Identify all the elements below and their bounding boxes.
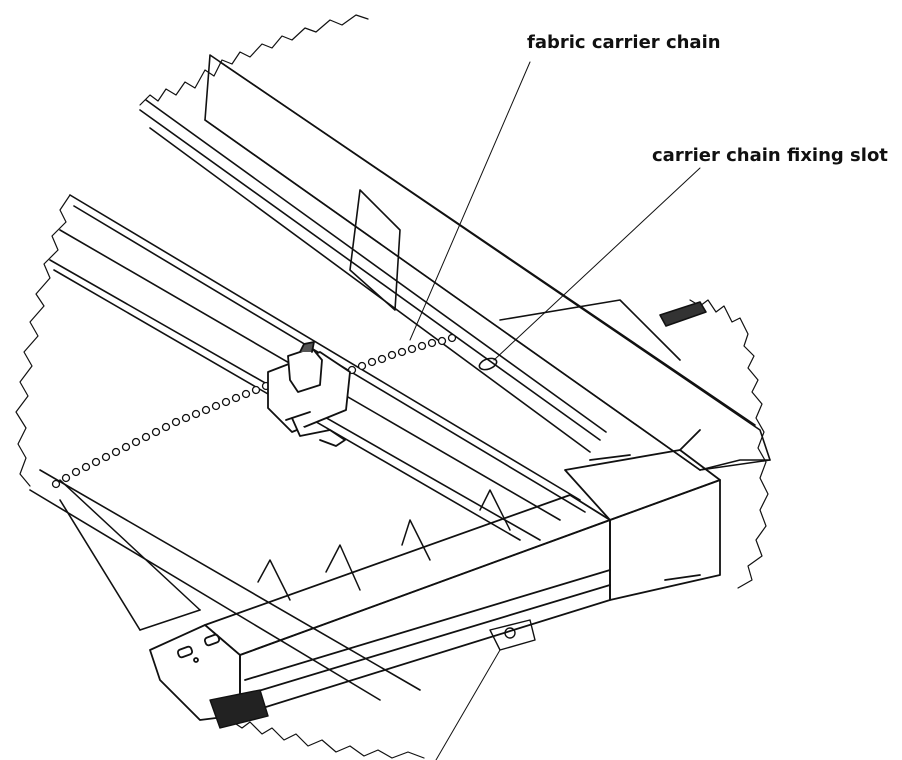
leader-fabric-chain [409, 61, 531, 341]
callout-fabric-carrier-chain: fabric carrier chain [527, 32, 721, 53]
end-cap [564, 429, 721, 601]
chain-carrier-clip [267, 341, 351, 447]
leader-lines [409, 61, 701, 760]
axle-stub [659, 301, 707, 327]
bottom-mechanism [209, 619, 536, 729]
chain-fixing-slot [478, 357, 498, 371]
top-cover-panel [139, 54, 771, 471]
detail-view-outline [15, 14, 769, 759]
pleated-fabric [59, 479, 511, 611]
fabric-carrier-chain [51, 333, 457, 489]
leader-fixing-slot [493, 167, 701, 361]
track-rails [29, 194, 586, 701]
leader-bottom [435, 649, 501, 760]
callout-carrier-chain-fixing-slot: carrier chain fixing slot [652, 145, 888, 166]
bottom-rail [149, 494, 611, 721]
